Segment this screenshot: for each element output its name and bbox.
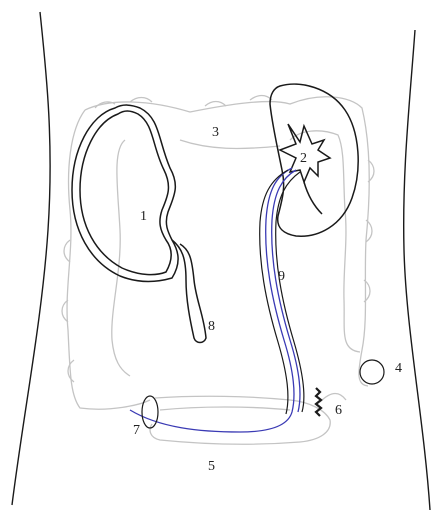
kidney-2	[270, 84, 358, 236]
label-2: 2	[300, 151, 307, 166]
kidney-1	[72, 105, 206, 343]
label-9: 9	[278, 269, 285, 284]
oval-7	[142, 396, 158, 428]
ureter-9	[260, 170, 304, 414]
stent	[130, 168, 300, 432]
label-8: 8	[208, 319, 215, 334]
circle-4	[360, 360, 384, 384]
label-1: 1	[140, 209, 147, 224]
label-6: 6	[335, 403, 342, 418]
label-5: 5	[208, 459, 215, 474]
label-3: 3	[212, 125, 219, 140]
label-4: 4	[395, 361, 402, 376]
body-outline-left	[12, 12, 50, 505]
body-outline-right	[404, 30, 430, 510]
stone-marker-6	[316, 388, 321, 416]
label-7: 7	[133, 423, 140, 438]
